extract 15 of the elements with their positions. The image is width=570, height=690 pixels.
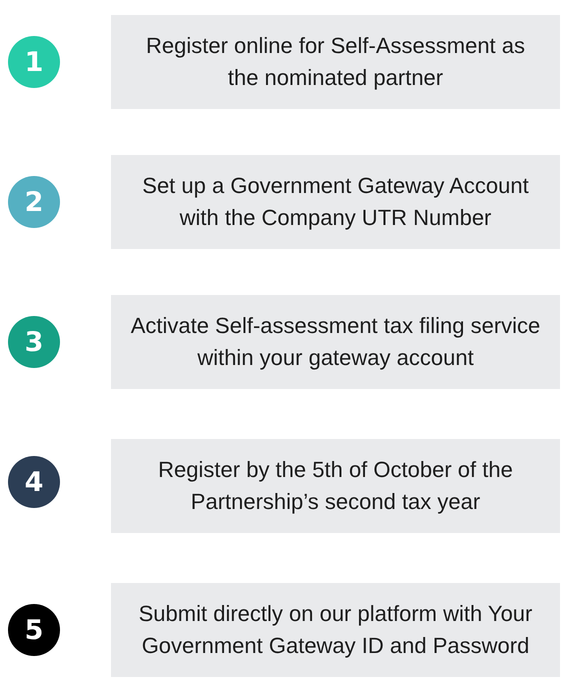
- step-text: Activate Self-assessment tax filing service within your gateway account: [130, 312, 542, 372]
- step-number: 5: [24, 616, 44, 644]
- step-text: Submit directly on our platform with Your Government Gateway ID and Password: [138, 600, 534, 660]
- step-number: 2: [24, 188, 44, 216]
- step-number-circle: [8, 176, 60, 228]
- step-number-circle: [8, 36, 60, 88]
- step-number: 1: [24, 48, 44, 76]
- step-text: Register by the 5th of October of the Partnership’s second tax year: [157, 456, 514, 516]
- step-text: Set up a Government Gateway Account with the Company UTR Number: [141, 172, 530, 232]
- step-number: 3: [24, 328, 44, 356]
- step-text: Register online for Self-Assessment as the nominated partner: [144, 32, 526, 92]
- step-number-circle: [8, 456, 60, 508]
- step-number-circle: [8, 316, 60, 368]
- step-number: 4: [24, 468, 44, 496]
- step-number-circle: [8, 604, 60, 656]
